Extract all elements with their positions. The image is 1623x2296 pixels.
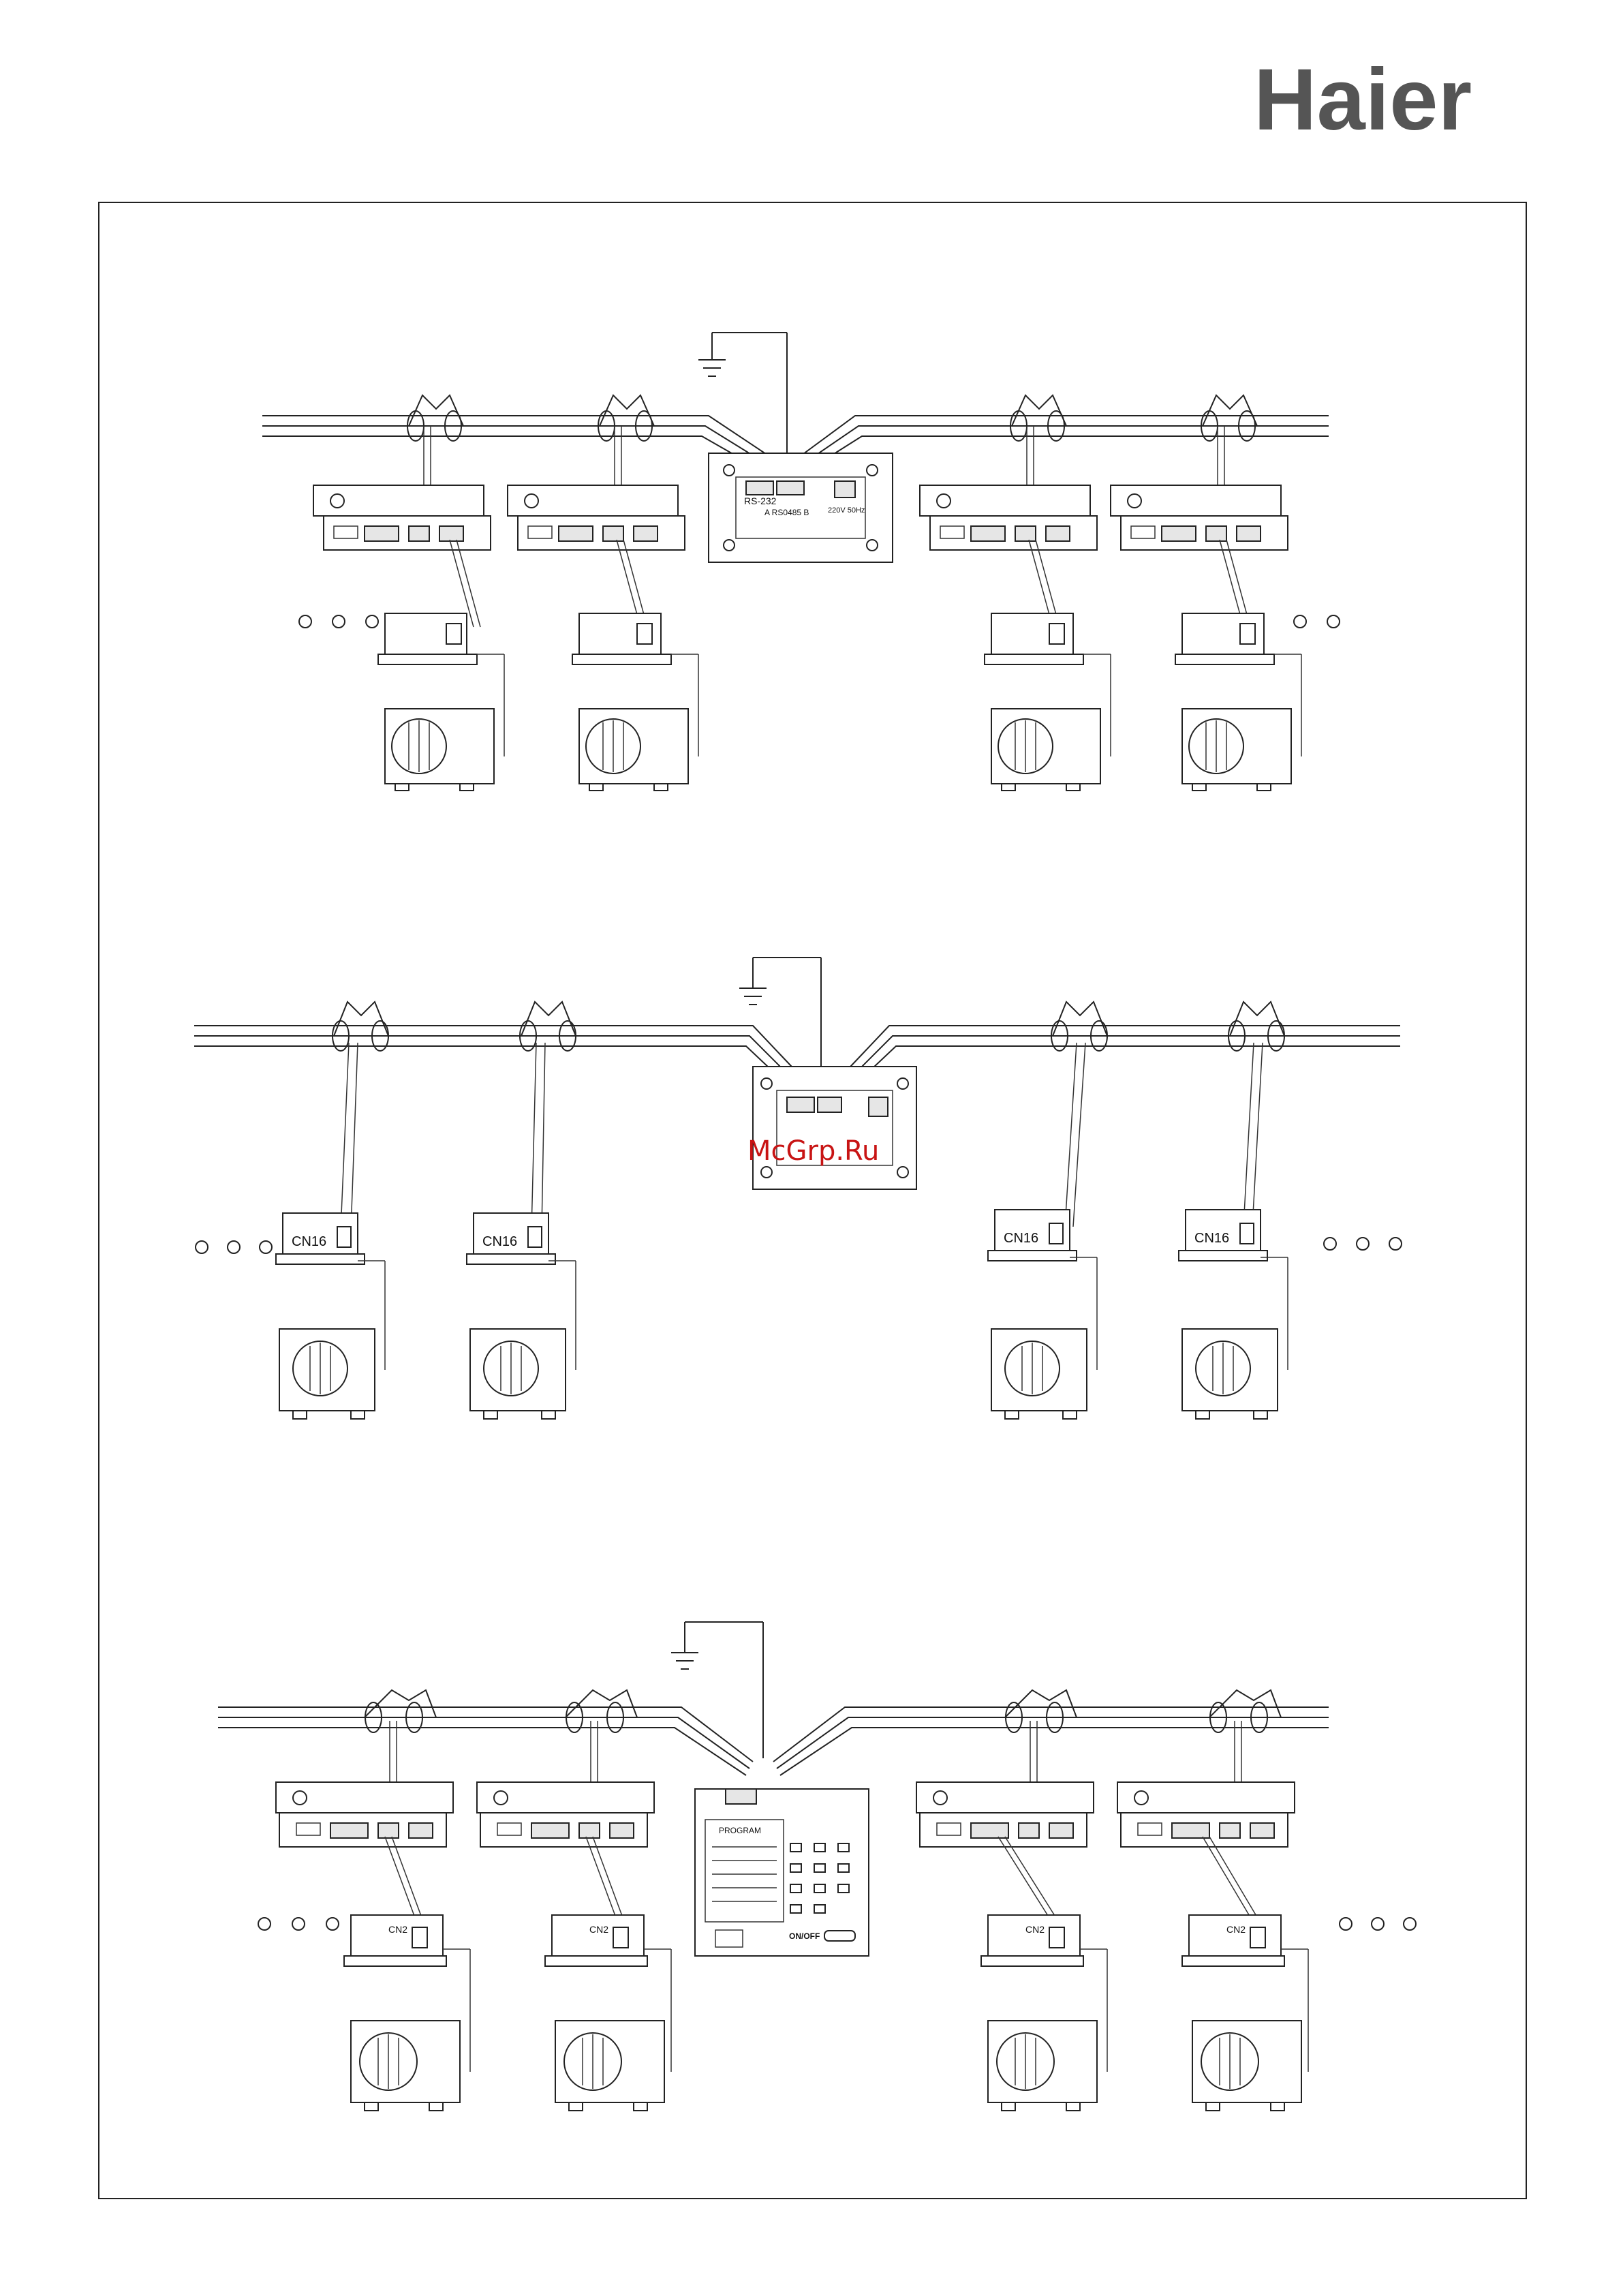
connector-label: CN2 <box>1025 1924 1045 1935</box>
watermark: McGrp.Ru <box>747 1135 879 1167</box>
bus-cable <box>218 1707 1329 1775</box>
unit-group-3: CN16 <box>988 1002 1107 1419</box>
connector-label: CN16 <box>1194 1231 1229 1246</box>
connector-label: CN2 <box>589 1924 608 1935</box>
gateway-module <box>753 1067 916 1189</box>
connector-label: CN2 <box>388 1924 407 1935</box>
connector-label: CN16 <box>292 1234 326 1249</box>
connector-label: CN16 <box>1004 1231 1038 1246</box>
power-label: 220V 50Hz <box>828 506 865 515</box>
unit-group-4 <box>1111 395 1301 791</box>
program-label: PROGRAM <box>719 1826 761 1835</box>
unit-group-2: CN2 <box>477 1690 671 2111</box>
diagram-middle: McGrp.Ru CN16 <box>194 958 1402 1419</box>
unit-group-1 <box>313 395 504 791</box>
connector-label: CN2 <box>1226 1924 1246 1935</box>
diagram-bottom: PROGRAM ON/OFF <box>218 1622 1416 2111</box>
unit-group-1: CN2 <box>276 1690 470 2111</box>
ground-symbol-icon <box>698 333 787 463</box>
gateway-module: RS-232 A RS0485 B 220V 50Hz <box>709 453 893 562</box>
unit-group-2: CN16 <box>467 1002 576 1419</box>
unit-group-4: CN2 <box>1117 1690 1308 2111</box>
diagram-top: RS-232 A RS0485 B 220V 50Hz <box>262 333 1340 791</box>
connector-label: CN16 <box>482 1234 517 1249</box>
central-controller: PROGRAM ON/OFF <box>695 1789 869 1956</box>
rs485-label: A RS0485 B <box>764 508 809 517</box>
unit-group-3: CN2 <box>916 1690 1107 2111</box>
unit-group-3 <box>920 395 1111 791</box>
unit-group-1: CN16 <box>276 1002 388 1419</box>
ground-symbol-icon <box>671 1622 763 1758</box>
unit-group-2 <box>508 395 698 791</box>
onoff-label: ON/OFF <box>789 1931 820 1941</box>
rs232-label: RS-232 <box>744 495 777 506</box>
unit-group-4: CN16 <box>1179 1002 1288 1419</box>
